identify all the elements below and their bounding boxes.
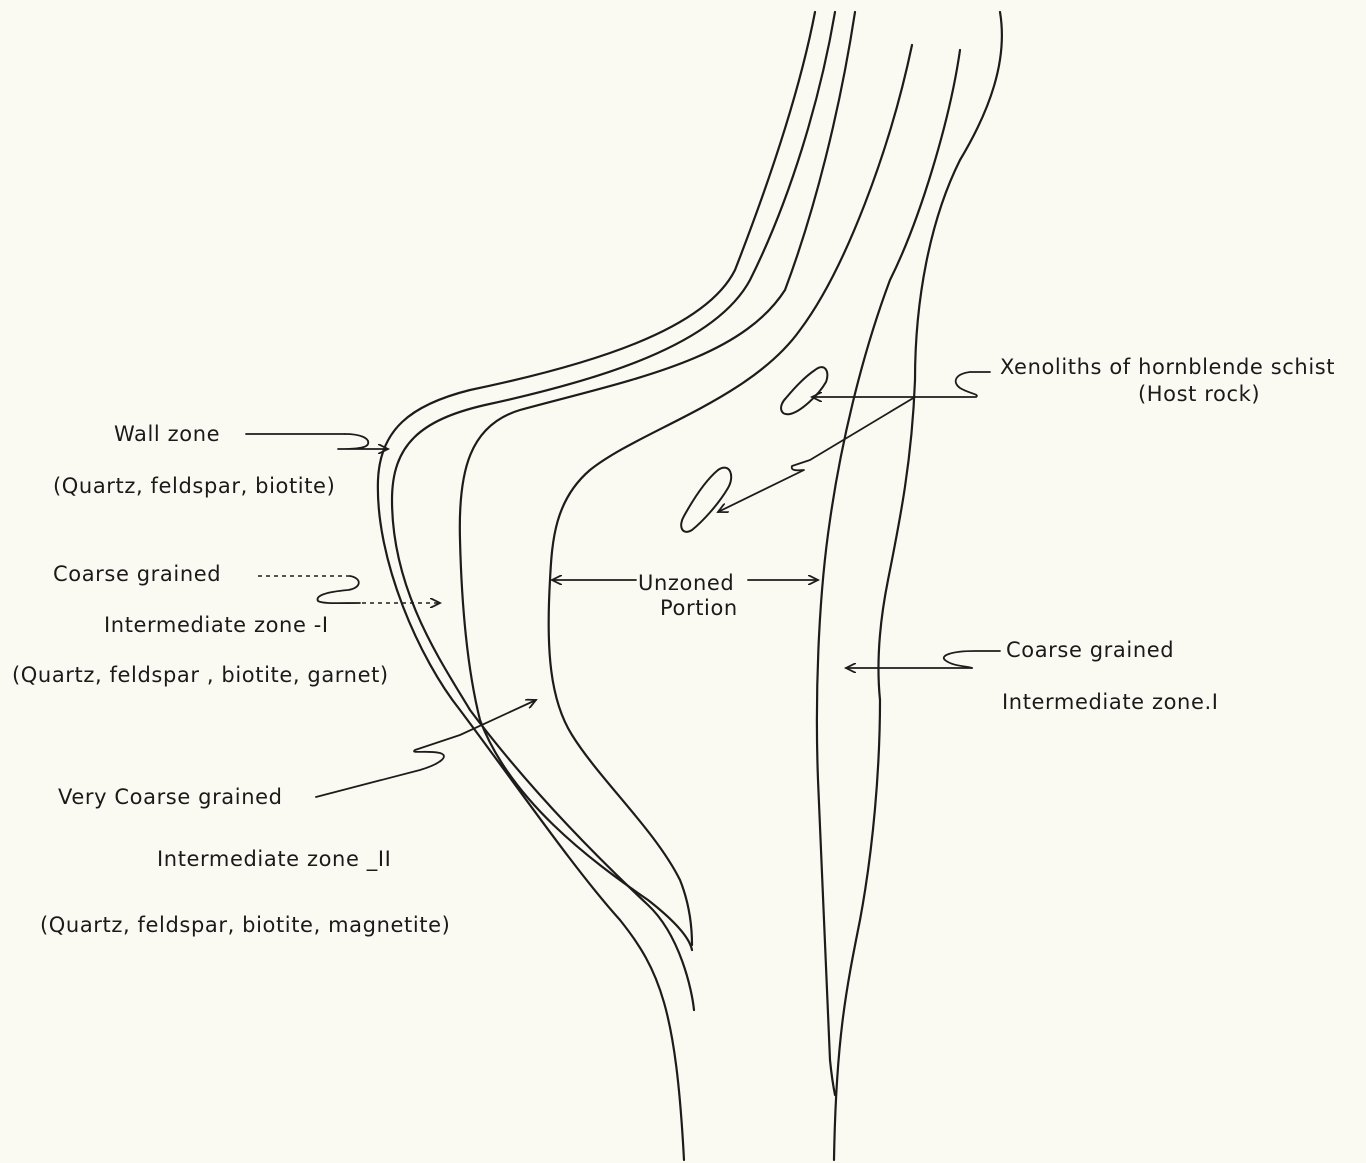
wall-zone-label: Wall zone — [114, 424, 220, 445]
coarse-right-leader-squiggle — [944, 651, 1000, 668]
intermediate-zone-ii-minerals-label: (Quartz, feldspar, biotite, magnetite) — [40, 915, 450, 936]
coarse-grained-left-label: Coarse grained — [53, 564, 221, 585]
xenolith-upper — [781, 367, 827, 414]
wall-zone-minerals-label: (Quartz, feldspar, biotite) — [53, 476, 335, 497]
intermediate-zone-i-left-label: Intermediate zone -I — [104, 615, 329, 636]
xenolith-lower — [681, 468, 731, 532]
xenoliths-label: Xenoliths of hornblende schist — [1000, 357, 1335, 378]
intermediate-zone-i-right-label: Intermediate zone.I — [1002, 692, 1219, 713]
very-coarse-grained-label: Very Coarse grained — [58, 787, 283, 808]
intermediate-zone-i-left-minerals-label: (Quartz, feldspar , biotite, garnet) — [12, 665, 389, 686]
wall-zone-inner-boundary — [392, 12, 835, 1010]
wall-zone-leader-squiggle — [338, 434, 388, 449]
unzoned-portion-label-line1: Unzoned — [638, 573, 734, 594]
intermediate-zone-ii-label: Intermediate zone _II — [157, 849, 391, 870]
unzoned-portion-label-line2: Portion — [660, 598, 738, 619]
very-coarse-leader-line — [316, 700, 536, 797]
xenolith-arrow-lower — [718, 397, 915, 512]
intermediate-zone-ii-inner-boundary — [549, 45, 912, 945]
xenolith-squiggle-right — [956, 372, 990, 397]
host-rock-label: (Host rock) — [1138, 384, 1260, 405]
outer-contact-right — [834, 12, 1002, 1160]
intermediate-zone-i-inner-boundary — [460, 12, 855, 950]
coarse-grained-right-label: Coarse grained — [1006, 640, 1174, 661]
coarse-left-leader-squiggle — [317, 576, 360, 603]
outer-contact-left — [378, 12, 815, 1160]
